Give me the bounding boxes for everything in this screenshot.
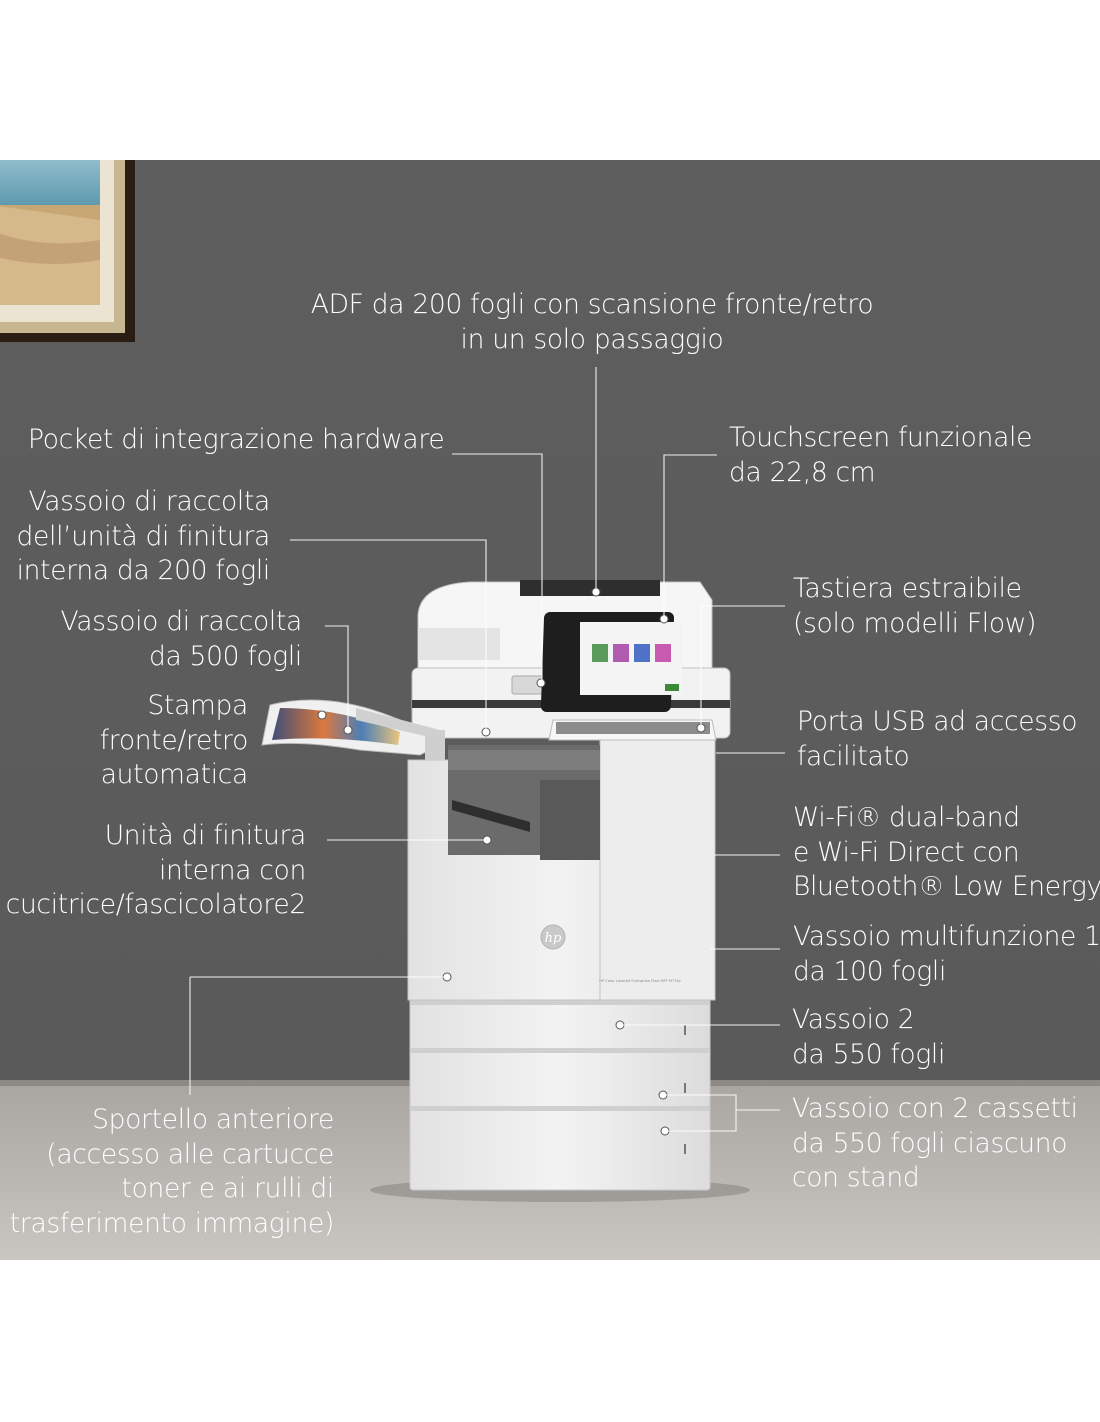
label-pocket: Pocket di integrazione hardware bbox=[28, 424, 445, 455]
screen-app-tile bbox=[655, 644, 671, 662]
pull-out-keyboard bbox=[548, 719, 717, 741]
screen-app-tile bbox=[634, 644, 650, 662]
printer-scene-illustration: hp HP Color LaserJet Enterprise Flow MFP… bbox=[0, 160, 1100, 1260]
screen-app-tile bbox=[613, 644, 629, 662]
printer-main-body: hp HP Color LaserJet Enterprise Flow MFP… bbox=[407, 729, 716, 1001]
screen-app-tile bbox=[592, 644, 608, 662]
touchscreen bbox=[540, 612, 682, 712]
label-sportello: Sportello anteriore(accesso alle cartucc… bbox=[9, 1104, 335, 1239]
wall-picture-frame bbox=[0, 160, 135, 342]
label-tastiera: Tastiera estraibile(solo modelli Flow) bbox=[793, 573, 1037, 639]
model-name: HP Color LaserJet Enterprise Flow MFP M7… bbox=[599, 979, 681, 983]
hp-logo: hp bbox=[545, 931, 562, 946]
scene: hp HP Color LaserJet Enterprise Flow MFP… bbox=[0, 160, 1100, 1260]
label-adf: ADF da 200 fogli con scansione fronte/re… bbox=[310, 289, 874, 355]
screen-ok-button bbox=[665, 684, 679, 691]
printer-base-cabinet bbox=[409, 939, 711, 1191]
